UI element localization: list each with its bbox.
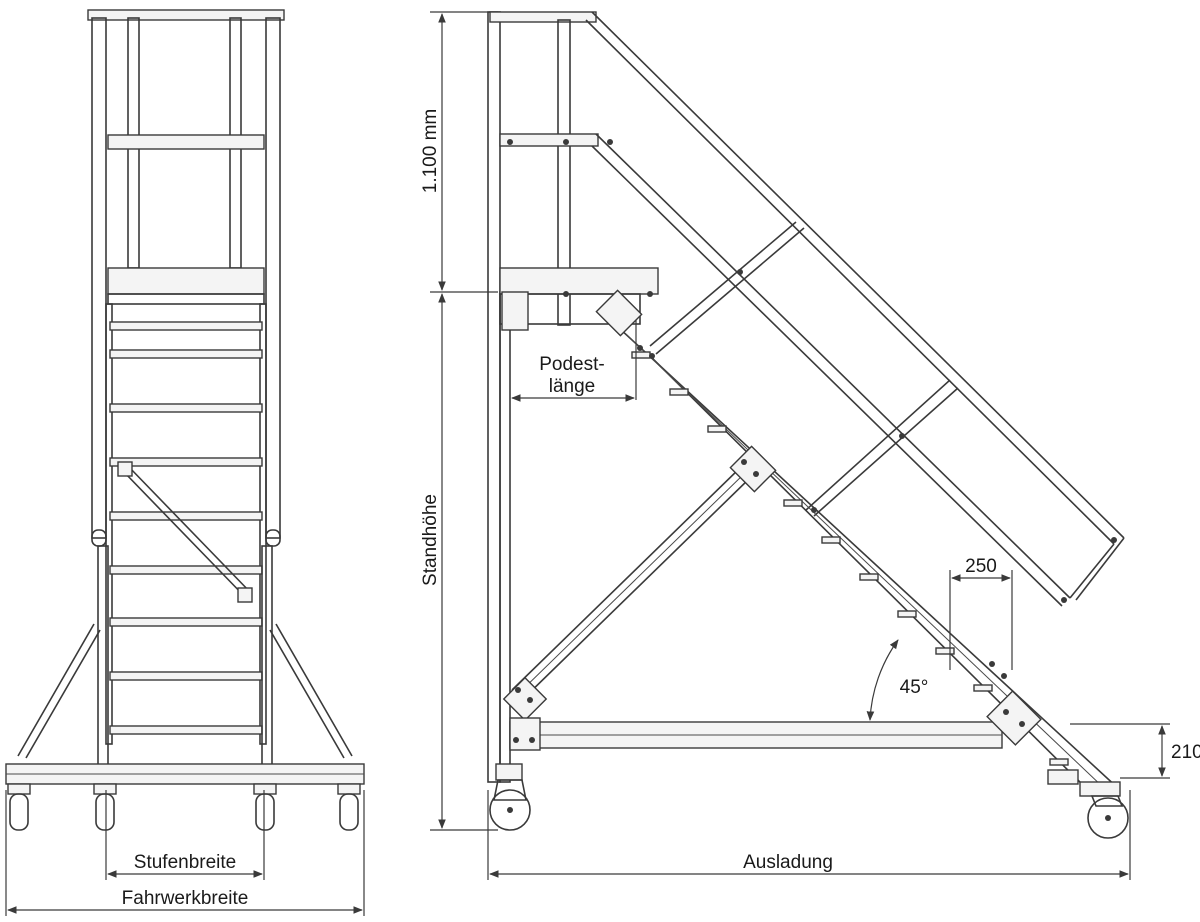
- bolt: [563, 139, 569, 145]
- side-diagonal-support: [511, 465, 743, 691]
- front-left-strut: [17, 623, 95, 757]
- bolt: [1001, 673, 1007, 679]
- side-stringer-top: [605, 315, 1121, 791]
- bolt: [529, 737, 535, 743]
- front-knee-rail: [107, 134, 265, 150]
- bolt: [1003, 709, 1009, 715]
- side-rail-cross-1: [649, 221, 797, 347]
- front-step: [109, 565, 263, 575]
- front-stile-left: [105, 303, 113, 745]
- bolt: [1061, 597, 1067, 603]
- front-view: Stufenbreite Fahrwerkbreite: [5, 9, 365, 916]
- front-right-strut: [275, 623, 353, 757]
- side-platform: [499, 267, 659, 295]
- standhoehe-label: Standhöhe: [420, 494, 441, 586]
- bolt: [753, 471, 759, 477]
- front-right-post: [265, 17, 281, 539]
- front-top-rail: [87, 9, 285, 21]
- fahrwerkbreite-label: Fahrwerkbreite: [122, 888, 249, 909]
- side-tread: [1049, 758, 1069, 766]
- front-right-leg: [261, 545, 273, 767]
- side-wheel-front: [1079, 781, 1129, 839]
- podest-label-line2: länge: [549, 376, 596, 397]
- front-brace-plate-top: [117, 461, 133, 477]
- side-guard-post: [557, 19, 571, 326]
- angle-dimension: [866, 639, 899, 721]
- bolt: [741, 459, 747, 465]
- side-bolts: [507, 139, 1117, 743]
- height-1100-label: 1.100 mm: [420, 109, 441, 193]
- side-knee-rail: [499, 133, 599, 147]
- front-step: [109, 725, 263, 735]
- front-step: [109, 457, 263, 467]
- side-back-post: [487, 11, 501, 783]
- joint-plate-bottom-left: [509, 717, 541, 751]
- front-step: [109, 349, 263, 359]
- side-tread: [783, 499, 803, 507]
- side-tread: [631, 351, 651, 359]
- bolt: [515, 687, 521, 693]
- side-tread: [897, 610, 917, 618]
- bolt: [899, 433, 905, 439]
- bolt: [1019, 721, 1025, 727]
- bolt: [607, 139, 613, 145]
- front-wheel-outer-right: [337, 783, 361, 831]
- front-platform-edge: [107, 293, 265, 305]
- side-tread: [669, 388, 689, 396]
- front-steps: [109, 321, 263, 735]
- front-step: [109, 511, 263, 521]
- bolt: [649, 353, 655, 359]
- joint-plate-bottom-right: [986, 690, 1042, 746]
- side-foot-plate: [1047, 769, 1079, 785]
- front-wheel-inner-right: [253, 783, 277, 831]
- bottom-height-label: 210: [1171, 742, 1200, 763]
- bolt: [507, 139, 513, 145]
- bolt: [1111, 537, 1117, 543]
- side-top-rail: [489, 11, 597, 23]
- side-rail-cross-2: [805, 379, 951, 511]
- front-wheel-outer-left: [7, 783, 31, 831]
- bolt: [637, 345, 643, 351]
- bolt: [513, 737, 519, 743]
- front-stile-right: [259, 303, 267, 745]
- stufenbreite-label: Stufenbreite: [134, 852, 236, 873]
- front-platform: [107, 267, 265, 295]
- joint-plate-lower-left: [502, 676, 548, 722]
- side-handrail-inner: [595, 133, 1071, 599]
- bolt: [811, 507, 817, 513]
- side-platform-bracket: [501, 291, 529, 331]
- side-tread: [821, 536, 841, 544]
- side-tread: [973, 684, 993, 692]
- front-wheel-inner-left: [93, 783, 117, 831]
- bolt: [563, 291, 569, 297]
- front-brace-plate-bottom: [237, 587, 253, 603]
- front-step: [109, 321, 263, 331]
- bolt: [989, 661, 995, 667]
- joint-plate-top: [595, 289, 643, 337]
- front-step: [109, 671, 263, 681]
- step-depth-label: 250: [965, 556, 997, 577]
- joint-plate-middle: [729, 445, 777, 493]
- front-step: [109, 617, 263, 627]
- front-left-post: [91, 17, 107, 539]
- front-inner-brace: [121, 469, 249, 601]
- front-step: [109, 403, 263, 413]
- bolt: [527, 697, 533, 703]
- angle-label: 45°: [900, 677, 929, 698]
- side-wheel-back: [489, 763, 531, 831]
- side-back-post-inner: [499, 291, 511, 783]
- side-handrail-outer: [591, 11, 1125, 539]
- side-tread: [707, 425, 727, 433]
- bolt: [737, 269, 743, 275]
- side-platform-frame: [499, 293, 641, 325]
- podest-label-line1: Podest-: [539, 354, 604, 375]
- side-view: 1.100 mm Standhöhe: [420, 11, 1200, 880]
- bolt: [647, 291, 653, 297]
- side-tread: [935, 647, 955, 655]
- side-tread: [859, 573, 879, 581]
- ausladung-label: Ausladung: [743, 852, 833, 873]
